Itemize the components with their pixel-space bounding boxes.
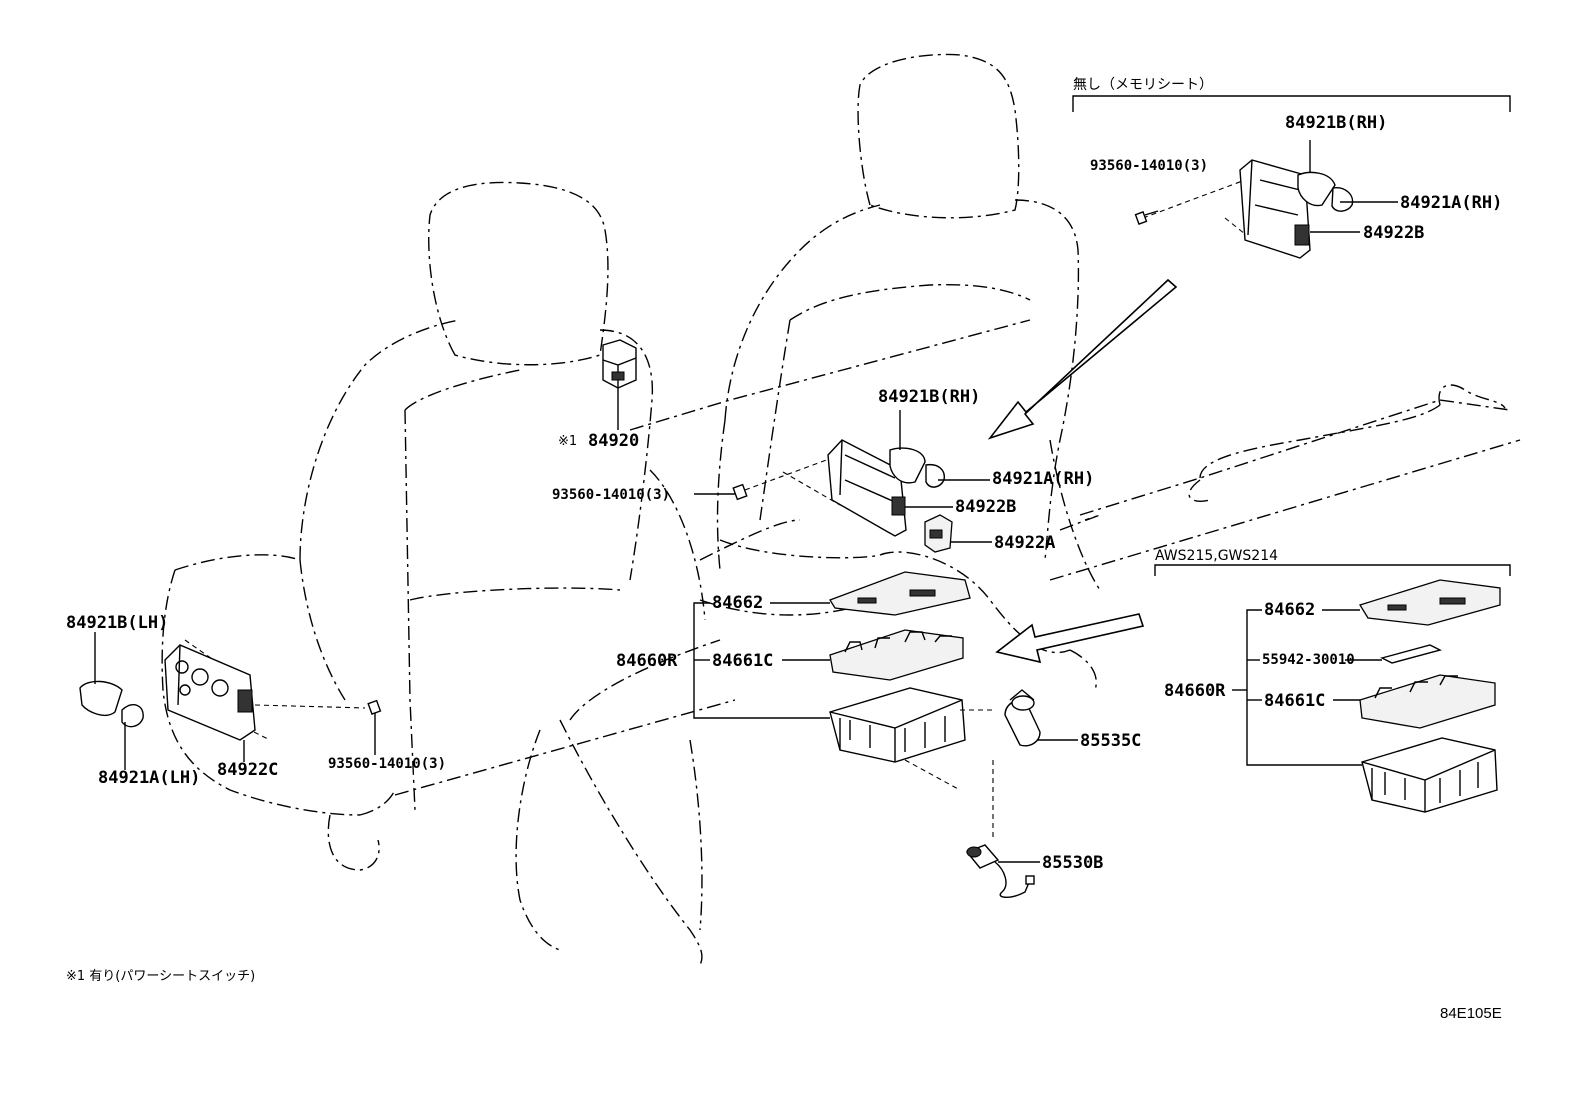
arrow-lower xyxy=(995,613,1145,664)
label-84920: 84920 xyxy=(588,431,639,451)
label-84661C-right: 84661C xyxy=(1264,691,1325,711)
console-box-mid xyxy=(829,571,995,791)
label-84922C: 84922C xyxy=(217,760,278,780)
group-header-aws: AWS215,GWS214 xyxy=(1155,548,1278,564)
label-85535C: 85535C xyxy=(1080,731,1141,751)
label-84660R-right: 84660R xyxy=(1164,681,1226,701)
diagram-code: 84E105E xyxy=(1440,1005,1502,1022)
socket-85530B xyxy=(965,844,1035,898)
label-84921B-LH: 84921B(LH) xyxy=(66,613,168,633)
label-84922B-top: 84922B xyxy=(1363,223,1424,243)
console-box-right xyxy=(1359,579,1501,813)
label-84920-mark: ※1 xyxy=(558,434,577,449)
label-84661C-mid: 84661C xyxy=(712,651,773,671)
footnote: ※1 有り(パワーシートスイッチ) xyxy=(66,969,255,984)
left-seat-outline xyxy=(161,181,1031,871)
power-seat-switch-84920 xyxy=(602,339,637,430)
label-55942: 55942-30010 xyxy=(1262,652,1355,668)
label-84921B-RH-mid: 84921B(RH) xyxy=(878,387,980,407)
switch-assembly-top xyxy=(1134,159,1354,259)
group-header-no-memory-seat: 無し（メモリシート） xyxy=(1073,77,1213,93)
arrow-upper xyxy=(987,278,1178,440)
label-93560-low: 93560-14010(3) xyxy=(328,756,446,772)
label-84660R-mid: 84660R xyxy=(616,651,678,671)
label-84922B-mid: 84922B xyxy=(955,497,1016,517)
label-84921A-RH-top: 84921A(RH) xyxy=(1400,193,1502,213)
label-85530B: 85530B xyxy=(1042,853,1103,873)
label-84662-mid: 84662 xyxy=(712,593,763,613)
group-aws: AWS215,GWS214 xyxy=(1154,548,1511,576)
switch-assembly-left xyxy=(79,639,382,741)
label-84921B-RH-top: 84921B(RH) xyxy=(1285,113,1387,133)
socket-85535C xyxy=(992,689,1041,840)
switch-assembly-mid xyxy=(732,439,953,553)
label-84921A-RH-mid: 84921A(RH) xyxy=(992,469,1094,489)
part-labels: 84921B(RH) 93560-14010(3) 84921A(RH) 849… xyxy=(66,113,1502,873)
label-93560-mid: 93560-14010(3) xyxy=(552,487,670,503)
label-84662-right: 84662 xyxy=(1264,600,1315,620)
label-84921A-LH: 84921A(LH) xyxy=(98,768,200,788)
leader-lines xyxy=(94,140,1398,863)
rear-seat-outline xyxy=(1049,384,1521,581)
label-93560-top: 93560-14010(3) xyxy=(1090,158,1208,174)
label-84922A: 84922A xyxy=(994,533,1055,553)
group-no-memory-seat: 無し（メモリシート） xyxy=(1072,77,1511,112)
